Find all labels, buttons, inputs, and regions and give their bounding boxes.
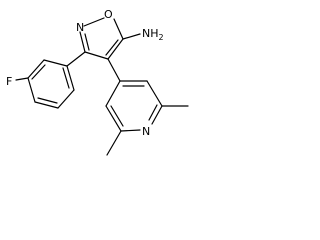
bond-n-o	[83, 17, 105, 27]
bond-ph-3-4	[27, 77, 36, 103]
atom-label-n-pyridine: N	[142, 125, 150, 138]
bond-ph-4-5	[34, 101, 59, 109]
bond-py-6-5	[105, 105, 122, 132]
bond-ph-5-6	[57, 89, 75, 109]
molecule-structure: N O NH2 F N	[6, 8, 189, 156]
bond-c3-n	[79, 31, 86, 53]
bond-ph-2-3	[27, 59, 45, 79]
atom-label-subscript-2: 2	[159, 33, 164, 42]
atom-label-fluorine: F	[6, 75, 12, 88]
bond-c4-py	[107, 58, 121, 82]
bond-ph-6-1	[66, 65, 75, 91]
bond-py-5-4	[105, 80, 121, 107]
atom-label-n-isoxazole: N	[76, 21, 84, 34]
atom-label-nh2: NH2	[142, 27, 164, 42]
bond-o-c5	[113, 18, 124, 40]
bond-py-n-6	[120, 129, 141, 132]
bond-ph-6-1-inner	[62, 67, 70, 89]
bond-ph-1-2	[43, 59, 68, 67]
bond-c5-nh2	[122, 33, 141, 40]
atom-label-nh: NH	[142, 27, 159, 40]
bond-py-2-n	[151, 105, 163, 125]
atom-label-o-isoxazole: O	[104, 8, 113, 21]
bonds	[15, 17, 189, 156]
bond-ph-2-3-inner	[31, 64, 46, 80]
bond-c3-n-inner	[84, 33, 90, 51]
bond-py-6-5-inner	[110, 105, 124, 127]
bond-py-2-n-inner	[148, 104, 158, 121]
atom-labels: N O NH2 F N	[6, 8, 164, 138]
bond-py-3-2	[146, 80, 163, 107]
bond-c3-ph	[66, 51, 86, 67]
bond-py-methyl-6	[106, 130, 122, 156]
bond-c5-c4	[107, 38, 124, 60]
bond-ph-f	[15, 77, 29, 81]
bond-c5-c4-inner	[105, 39, 119, 56]
bond-ph-4-5-inner	[37, 97, 58, 104]
bond-c4-c3	[84, 51, 109, 60]
